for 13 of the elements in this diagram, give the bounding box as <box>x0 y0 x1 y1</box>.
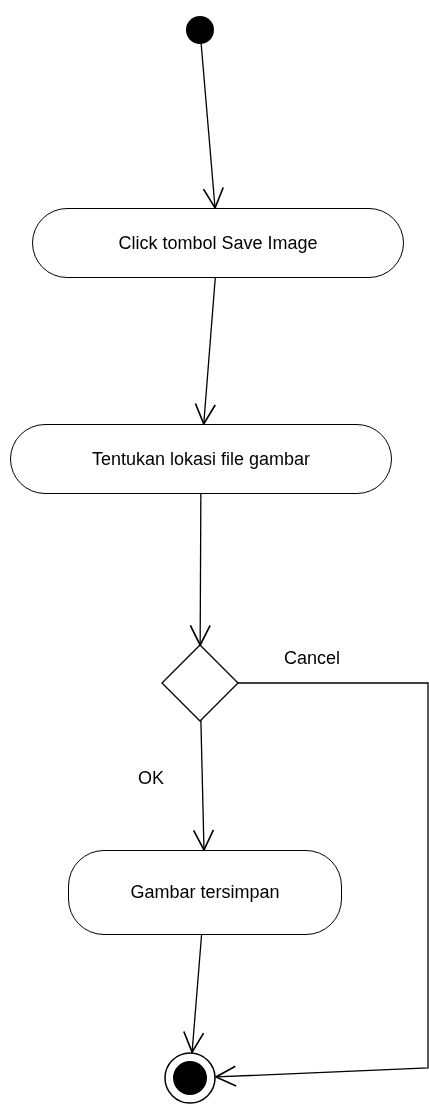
arrow <box>200 43 225 209</box>
arrow <box>189 493 211 646</box>
action-box <box>68 850 342 935</box>
action-text: Click tombol Save Image <box>118 232 318 254</box>
initial-node <box>186 16 214 44</box>
final-node <box>164 1052 216 1104</box>
arrow <box>192 719 215 851</box>
action-text: Gambar tersimpan <box>130 882 280 903</box>
arrow <box>183 934 205 1053</box>
arrow <box>194 277 216 425</box>
action-text: Tentukan lokasi file gambar <box>91 448 311 470</box>
decision-diamond <box>162 645 238 721</box>
arrow <box>215 682 429 1087</box>
